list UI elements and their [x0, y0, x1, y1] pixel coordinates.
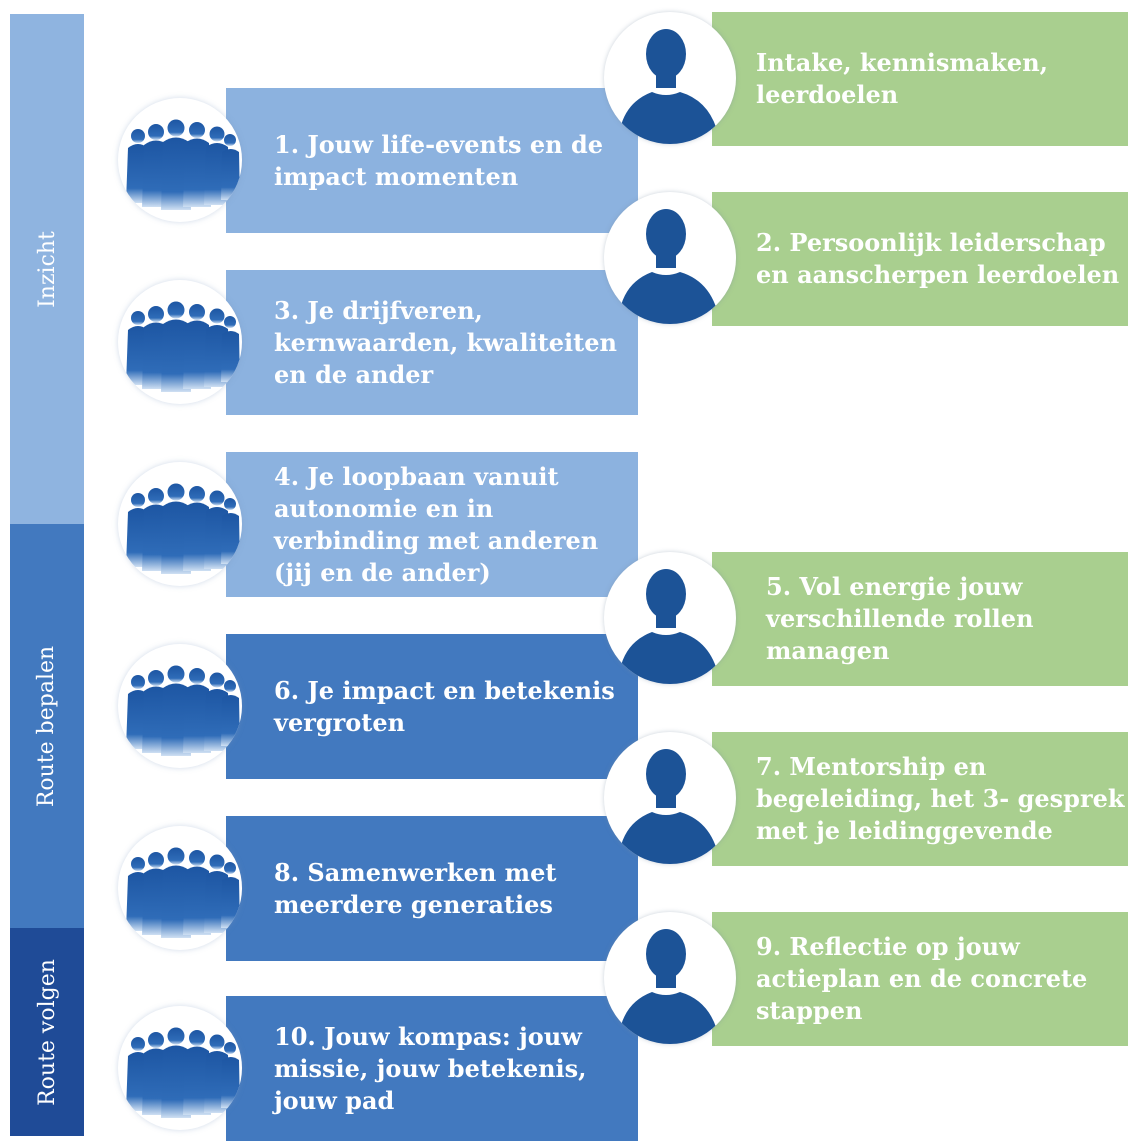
step-3-box: 3. Je drijfveren, kernwaarden, kwaliteit…: [226, 270, 638, 415]
step-4-box: 4. Je loopbaan vanuit autonomie en in ve…: [226, 452, 638, 597]
step-2-box: 2. Persoonlijk leiderschap en aanscherpe…: [712, 192, 1128, 326]
group-icon: [118, 98, 242, 222]
step-9-box: 9. Reflectie op jouw actieplan en de con…: [712, 912, 1128, 1046]
person-icon: [604, 192, 736, 324]
phase-route-bepalen: Route bepalen: [10, 524, 84, 928]
person-icon: [604, 732, 736, 864]
phase-inzicht-label: Inzicht: [34, 230, 60, 308]
group-icon: [118, 280, 242, 404]
step-5-box: 5. Vol energie jouw verschillende rollen…: [712, 552, 1128, 686]
step-7-text: 7. Mentorship en begeleiding, het 3- ges…: [756, 752, 1125, 845]
phase-route-bepalen-label: Route bepalen: [34, 645, 60, 807]
step-4-text: 4. Je loopbaan vanuit autonomie en in ve…: [274, 461, 599, 587]
group-icon: [118, 644, 242, 768]
phase-inzicht: Inzicht: [10, 14, 84, 524]
group-icon: [118, 826, 242, 950]
step-2-text: 2. Persoonlijk leiderschap en aanscherpe…: [756, 228, 1120, 289]
phase-route-volgen-label: Route volgen: [34, 958, 60, 1106]
group-icon: [118, 462, 242, 586]
step-3-text: 3. Je drijfveren, kernwaarden, kwaliteit…: [274, 295, 617, 389]
step-10-text: 10. Jouw kompas: jouw missie, jouw betek…: [274, 1021, 587, 1115]
step-6-box: 6. Je impact en betekenis vergroten: [226, 634, 638, 779]
step-1-box: 1. Jouw life-events en de impact momente…: [226, 88, 638, 233]
step-5-text: 5. Vol energie jouw verschillende rollen…: [766, 572, 1034, 665]
person-icon: [604, 912, 736, 1044]
step-6-text: 6. Je impact en betekenis vergroten: [274, 675, 615, 737]
person-icon: [604, 12, 736, 144]
step-8-text: 8. Samenwerken met meerdere generaties: [274, 857, 557, 919]
step-1-text: 1. Jouw life-events en de impact momente…: [274, 129, 604, 191]
step-10-box: 10. Jouw kompas: jouw missie, jouw betek…: [226, 996, 638, 1141]
group-icon: [118, 1006, 242, 1130]
phase-route-volgen: Route volgen: [10, 928, 84, 1136]
step-intake-text: Intake, kennismaken, leerdoelen: [756, 48, 1048, 109]
step-intake-box: Intake, kennismaken, leerdoelen: [712, 12, 1128, 146]
step-9-text: 9. Reflectie op jouw actieplan en de con…: [756, 932, 1088, 1025]
step-8-box: 8. Samenwerken met meerdere generaties: [226, 816, 638, 961]
person-icon: [604, 552, 736, 684]
step-7-box: 7. Mentorship en begeleiding, het 3- ges…: [712, 732, 1128, 866]
